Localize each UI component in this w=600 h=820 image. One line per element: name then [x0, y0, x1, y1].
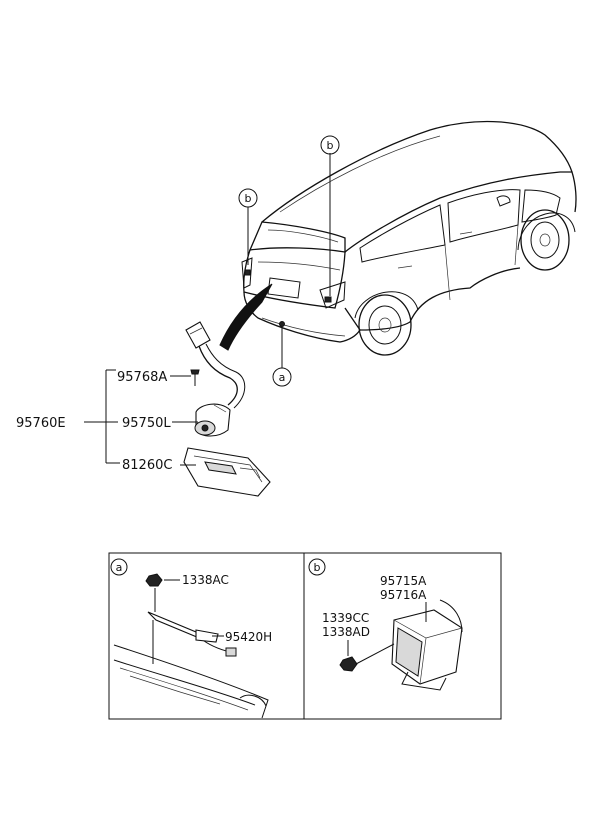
label-nut: 1338AC [182, 573, 229, 587]
detail-frame [108, 552, 502, 720]
callout-b-right[interactable]: b [320, 135, 340, 155]
svg-text:b: b [327, 139, 334, 152]
detail-a-panel: a 1338AC 95420H [110, 558, 272, 719]
label-unit-1: 95715A [380, 574, 427, 588]
camera-assembly [183, 321, 271, 497]
label-bolt-2: 1338AD [322, 625, 370, 639]
location-arrow [219, 283, 273, 351]
label-assembly: 95760E [16, 416, 66, 431]
label-garnish: 81260C [122, 458, 172, 473]
svg-text:b: b [245, 192, 252, 205]
vehicle-illustration [241, 120, 577, 356]
svg-text:b: b [314, 561, 321, 574]
label-screw: 95768A [117, 370, 167, 385]
detail-b-panel: b 95715A 95716A 1339CC 1338AD [308, 558, 463, 691]
callout-b-left[interactable]: b [238, 188, 258, 208]
label-bolt-1: 1339CC [322, 611, 369, 625]
detail-a-tag: a [110, 558, 128, 576]
label-harness: 95420H [225, 630, 272, 644]
label-camera: 95750L [122, 416, 171, 431]
svg-text:a: a [116, 561, 123, 574]
detail-b-tag: b [308, 558, 326, 576]
svg-text:a: a [279, 371, 286, 384]
label-unit-2: 95716A [380, 588, 427, 602]
callout-a[interactable]: a [272, 367, 292, 387]
